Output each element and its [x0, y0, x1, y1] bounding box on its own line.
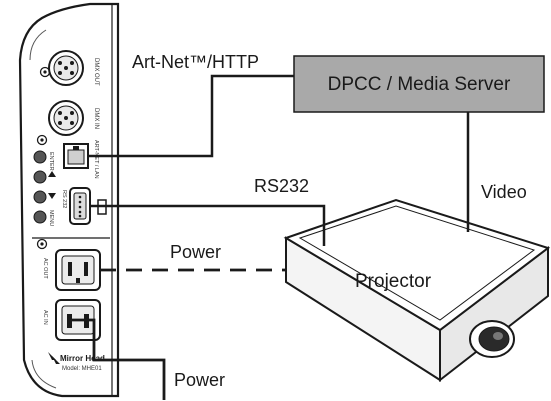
server-box-label: DPCC / Media Server [328, 74, 511, 95]
projector-lens-icon [469, 320, 515, 358]
dmx-in-connector [48, 100, 84, 136]
rs232-port [69, 187, 91, 225]
dpcc-media-server-box: DPCC / Media Server [293, 55, 545, 113]
screw-icon [36, 238, 48, 250]
dmx-out-connector [48, 50, 84, 86]
down-arrow-icon [48, 193, 56, 199]
rs232-cable [90, 204, 326, 246]
power-out-label: Power [170, 242, 221, 262]
video-connection-label: Video [481, 182, 527, 202]
rs232-port-label: RS 232 [61, 190, 67, 208]
dmx-out-label: DMX OUT [93, 58, 99, 86]
ethernet-port [63, 143, 89, 169]
ac-out-socket [55, 249, 101, 291]
up-arrow-icon [48, 171, 56, 177]
projector: Projector [283, 198, 551, 383]
rs232-connection-label: RS232 [254, 176, 309, 196]
screw-icon [36, 134, 48, 146]
mirror-head-device-panel: DMX OUT DMX IN ENTER MENU AR [18, 2, 120, 398]
artnet-lan-label: ART-NET / LAN [93, 140, 99, 179]
enter-button-label: ENTER [48, 152, 54, 171]
artnet-http-label: Art-Net™/HTTP [132, 52, 259, 72]
ac-in-label: AC IN [42, 310, 48, 325]
menu-button-label: MENU [48, 210, 54, 226]
dmx-in-label: DMX IN [93, 108, 99, 129]
power-in-cable [72, 318, 166, 400]
power-in-label: Power [174, 370, 225, 390]
brand-logo-icon [48, 352, 60, 364]
control-buttons [33, 150, 47, 224]
brand-name: Mirror Head [60, 354, 105, 363]
projector-label: Projector [355, 271, 432, 292]
artnet-cable [88, 74, 294, 158]
model-label: Model: MHE01 [62, 366, 102, 372]
ac-out-label: AC OUT [42, 258, 48, 279]
